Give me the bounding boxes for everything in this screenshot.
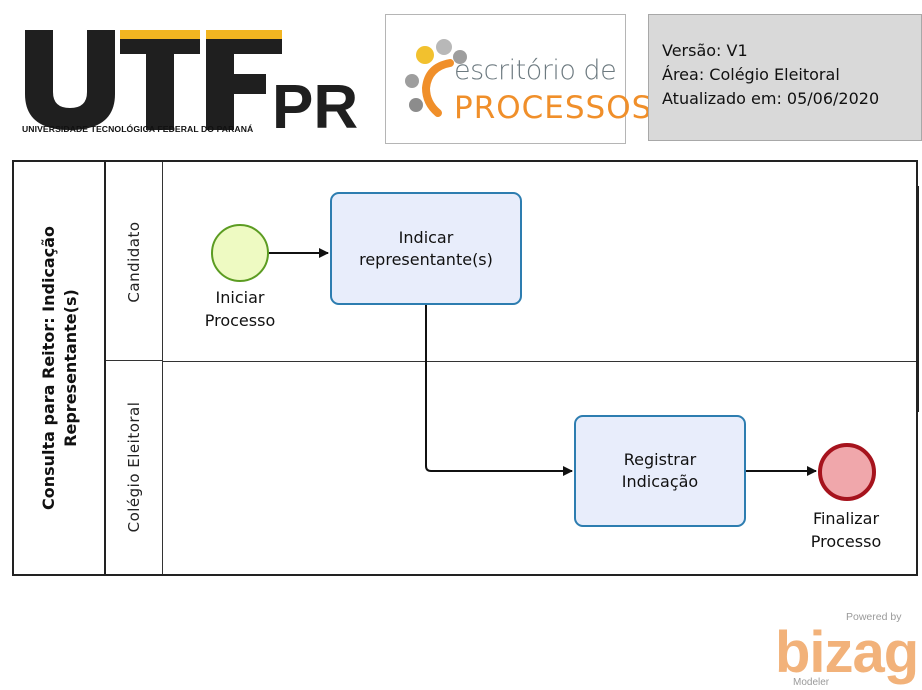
svg-text:PR: PR bbox=[272, 73, 358, 142]
pool-header: Consulta para Reitor: Indicação Represen… bbox=[14, 162, 106, 574]
task-registrar-indicacao[interactable]: Registrar Indicação bbox=[574, 415, 746, 527]
process-office-line1: escritório de bbox=[454, 55, 617, 86]
pool-title: Consulta para Reitor: Indicação Represen… bbox=[39, 225, 80, 511]
end-event-label: Finalizar Processo bbox=[810, 509, 882, 551]
lane-header-colegio-eleitoral: Colégio Eleitoral bbox=[106, 361, 163, 574]
end-event[interactable] bbox=[818, 443, 876, 501]
start-event[interactable] bbox=[211, 224, 269, 282]
modeler-text: Modeler bbox=[793, 677, 830, 688]
lane-label-colegio-eleitoral: Colégio Eleitoral bbox=[125, 401, 143, 533]
process-dots-icon bbox=[405, 39, 467, 117]
pool-right-edge bbox=[917, 186, 919, 412]
version-text: Versão: V1 bbox=[662, 41, 748, 60]
utfpr-logo: PR bbox=[25, 30, 358, 142]
updated-text: Atualizado em: 05/06/2020 bbox=[662, 89, 880, 108]
powered-by-text: Powered by bbox=[846, 611, 902, 623]
utfpr-caption: UNIVERSIDADE TECNOLÓGICA FEDERAL DO PARA… bbox=[22, 124, 254, 134]
process-office-logo: escritório de PROCESSOS bbox=[385, 14, 651, 144]
lane-header-candidato: Candidato bbox=[106, 162, 163, 361]
bizagi-logo: bizagi bbox=[775, 620, 922, 685]
start-event-label: Iniciar Processo bbox=[204, 288, 276, 330]
lane-label-candidato: Candidato bbox=[125, 221, 143, 303]
task-indicar-representantes[interactable]: Indicar representante(s) bbox=[330, 192, 522, 305]
version-info-box: Versão: V1 Área: Colégio Eleitoral Atual… bbox=[648, 14, 922, 141]
area-text: Área: Colégio Eleitoral bbox=[662, 65, 840, 84]
lane-divider bbox=[163, 361, 916, 362]
process-office-line2: PROCESSOS bbox=[454, 90, 653, 126]
